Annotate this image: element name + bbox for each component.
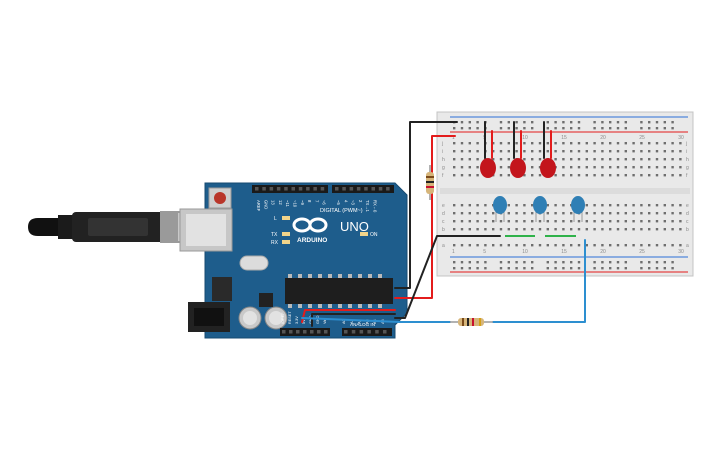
column-label-10-bottom: 10 — [522, 249, 528, 255]
led-tx — [282, 232, 290, 236]
power-pin-label: 3.3V — [295, 316, 299, 324]
brand-label: ARDUINO — [297, 237, 327, 244]
analog-pin-label: A2 — [358, 319, 362, 324]
digital-pin-label: 12 — [278, 200, 283, 205]
row-label-a-left: a — [442, 243, 445, 249]
digital-pin-label: 4 — [343, 200, 348, 203]
led-rx — [282, 240, 290, 244]
power-pin-label: Vin — [323, 319, 327, 324]
column-label-1-bottom: 1 — [452, 249, 455, 255]
row-label-b-left: b — [442, 227, 445, 233]
row-label-e-right: e — [686, 203, 689, 209]
row-label-e-left: e — [442, 203, 445, 209]
column-label-30-bottom: 30 — [678, 249, 684, 255]
resistor-vertical[interactable] — [426, 165, 434, 200]
wire-black-gnd-lower[interactable] — [394, 235, 501, 319]
digital-header-left — [252, 185, 328, 193]
led-on-label: ON — [370, 232, 378, 238]
row-label-d-left: d — [442, 211, 445, 217]
digital-header-right — [332, 185, 394, 193]
row-label-i-right: i — [686, 149, 687, 155]
row-label-j-right: j — [685, 141, 687, 147]
row-label-g-right: g — [686, 165, 689, 171]
row-label-d-right: d — [686, 211, 689, 217]
digital-pin-label: 2 — [358, 200, 363, 203]
power-pin-label: 5V — [302, 319, 306, 324]
digital-pin-label: 7 — [314, 200, 319, 203]
row-label-j-left: j — [441, 141, 443, 147]
power-pin-label: RESET — [288, 311, 292, 324]
led-blue-1[interactable] — [493, 196, 507, 222]
analog-header — [342, 328, 392, 336]
led-l-label: L — [274, 216, 277, 222]
digital-pin-label: TX→1 — [365, 200, 370, 213]
column-label-20-bottom: 20 — [600, 249, 606, 255]
wire-black-board[interactable] — [311, 313, 396, 327]
analog-pin-label: A1 — [350, 319, 354, 324]
digital-pin-label: 13 — [271, 200, 276, 205]
atmega-chip — [285, 278, 393, 304]
led-tx-label: TX — [271, 232, 278, 238]
digital-pin-label: ~9 — [300, 200, 305, 205]
row-label-b-right: b — [686, 227, 689, 233]
row-label-g-left: g — [442, 165, 445, 171]
wire-blue-to-breadboard[interactable] — [492, 239, 586, 323]
analog-pin-label: A0 — [342, 319, 346, 324]
resistor-horizontal[interactable] — [450, 318, 493, 326]
wire-black-gnd-top[interactable] — [394, 121, 458, 289]
row-label-f-right: f — [686, 173, 688, 179]
digital-pin-label: AREF — [256, 200, 261, 212]
row-label-c-right: c — [686, 219, 689, 225]
column-label-20-top: 20 — [600, 135, 606, 141]
led-on — [360, 232, 368, 236]
column-label-15-bottom: 15 — [561, 249, 567, 255]
row-label-h-right: h — [686, 157, 689, 163]
column-label-30-top: 30 — [678, 135, 684, 141]
digital-pin-label: ~10 — [293, 200, 298, 208]
digital-pin-label: RX←0 — [373, 200, 378, 213]
center-channel — [440, 188, 690, 194]
digital-pin-label: ~11 — [285, 200, 290, 207]
wire-blue-signal[interactable] — [301, 317, 451, 323]
led-blue-2[interactable] — [533, 196, 547, 222]
column-label-5-bottom: 5 — [483, 249, 486, 255]
led-red-3[interactable] — [540, 158, 556, 178]
analog-pin-label: A3 — [365, 319, 369, 324]
row-label-i-left: i — [442, 149, 443, 155]
led-rx-label: RX — [271, 240, 279, 246]
power-pin-label: IOREF — [281, 312, 285, 324]
column-label-15-top: 15 — [561, 135, 567, 141]
board-name: UNO — [340, 219, 369, 234]
led-blue-3[interactable] — [571, 196, 585, 222]
led-red-1[interactable] — [480, 158, 496, 178]
digital-pin-label: GND — [263, 200, 268, 209]
reset-button[interactable] — [214, 192, 226, 204]
arduino-logo-icon — [292, 217, 328, 233]
led-l — [282, 216, 290, 220]
column-label-25-bottom: 25 — [639, 249, 645, 255]
digital-pin-label: 8 — [307, 200, 312, 203]
digital-pin-label: ~5 — [336, 200, 341, 205]
column-label-1-top: 1 — [452, 135, 455, 141]
row-label-h-left: h — [442, 157, 445, 163]
column-label-25-top: 25 — [639, 135, 645, 141]
analog-header-label: ANALOG IN — [350, 322, 375, 327]
column-label-10-top: 10 — [522, 135, 528, 141]
digital-pin-label: ~3 — [351, 200, 356, 205]
led-red-2[interactable] — [510, 158, 526, 178]
row-label-f-left: f — [442, 173, 444, 179]
row-label-c-left: c — [442, 219, 445, 225]
digital-pin-label: ~6 — [322, 200, 327, 205]
digital-header-label: DIGITAL (PWM~) — [320, 208, 363, 214]
row-label-a-right: a — [686, 243, 689, 249]
